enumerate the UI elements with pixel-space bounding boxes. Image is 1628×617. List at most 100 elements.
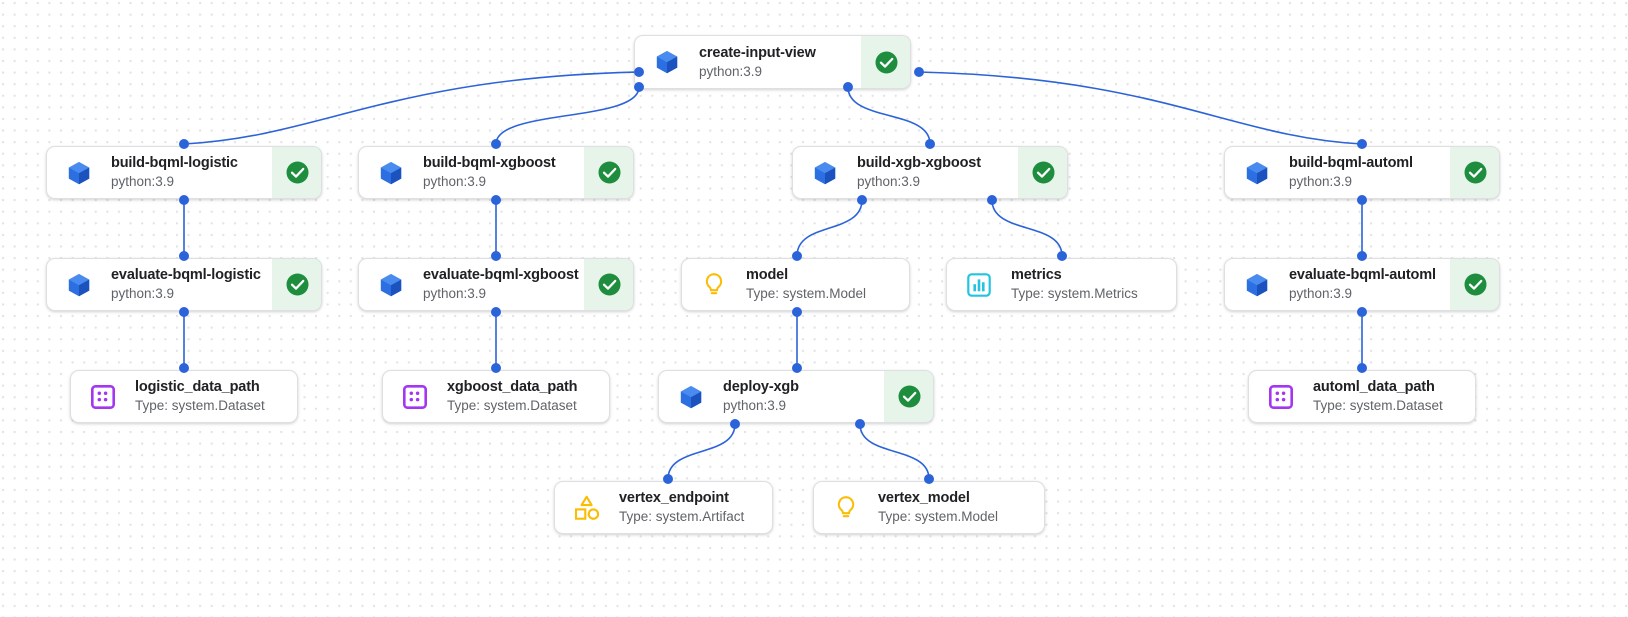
connector-dot[interactable] <box>924 474 934 484</box>
edge-create-input-view-to-build-xgb-xgboost <box>847 86 931 145</box>
status-badge[interactable] <box>1018 147 1067 198</box>
node-subtitle: Type: system.Dataset <box>447 398 577 413</box>
check-circle-icon <box>874 50 899 75</box>
blue-cube-icon <box>64 158 94 188</box>
node-subtitle: Type: system.Artifact <box>619 509 745 524</box>
node-build-xgb-xgboost[interactable]: build-xgb-xgboost python:3.9 <box>792 146 1068 199</box>
edge-create-input-view-to-build-bqml-xgboost <box>495 86 640 145</box>
lightbulb-icon <box>699 270 729 300</box>
connector-dot[interactable] <box>1357 307 1367 317</box>
node-subtitle: python:3.9 <box>1289 286 1353 301</box>
edge-deploy-xgb-to-vertex_endpoint <box>667 423 736 480</box>
connector-dot[interactable] <box>491 307 501 317</box>
dataset-grid-icon <box>88 382 118 412</box>
status-badge[interactable] <box>584 259 633 310</box>
edge-build-xgb-xgboost-to-model <box>796 199 863 257</box>
node-title: evaluate-bqml-automl <box>1289 267 1436 283</box>
connector-dot[interactable] <box>792 251 802 261</box>
connector-dot[interactable] <box>857 195 867 205</box>
node-subtitle: python:3.9 <box>1289 174 1353 189</box>
connector-dot[interactable] <box>792 307 802 317</box>
connector-dot[interactable] <box>1357 251 1367 261</box>
connector-dot[interactable] <box>843 82 853 92</box>
connector-dot[interactable] <box>1357 139 1367 149</box>
connector-dot[interactable] <box>491 139 501 149</box>
connector-dot[interactable] <box>914 67 924 77</box>
status-badge[interactable] <box>272 147 321 198</box>
status-badge[interactable] <box>584 147 633 198</box>
connector-dot[interactable] <box>987 195 997 205</box>
node-evaluate-bqml-automl[interactable]: evaluate-bqml-automl python:3.9 <box>1224 258 1500 311</box>
node-subtitle: python:3.9 <box>857 174 921 189</box>
connector-dot[interactable] <box>491 195 501 205</box>
node-title: build-xgb-xgboost <box>857 155 981 171</box>
connector-dot[interactable] <box>1057 251 1067 261</box>
connector-dot[interactable] <box>491 363 501 373</box>
node-title: build-bqml-logistic <box>111 155 238 171</box>
connector-dot[interactable] <box>179 195 189 205</box>
connector-dot[interactable] <box>730 419 740 429</box>
node-text: build-xgb-xgboost python:3.9 <box>857 154 981 191</box>
check-circle-icon <box>1031 160 1056 185</box>
node-title: xgboost_data_path <box>447 379 578 395</box>
blue-cube-icon <box>64 270 94 300</box>
node-title: evaluate-bqml-logistic <box>111 267 261 283</box>
connector-dot[interactable] <box>1357 363 1367 373</box>
node-subtitle: Type: system.Dataset <box>1313 398 1443 413</box>
node-subtitle: Type: system.Dataset <box>135 398 265 413</box>
connector-dot[interactable] <box>792 363 802 373</box>
node-subtitle: python:3.9 <box>111 286 175 301</box>
node-body: build-xgb-xgboost python:3.9 <box>793 147 1018 198</box>
lightbulb-icon <box>831 493 861 523</box>
node-subtitle: Type: system.Metrics <box>1011 286 1138 301</box>
node-body: evaluate-bqml-logistic python:3.9 <box>47 259 272 310</box>
edge-create-input-view-to-build-bqml-automl <box>918 71 1363 145</box>
connector-dot[interactable] <box>179 251 189 261</box>
connector-dot[interactable] <box>855 419 865 429</box>
status-badge[interactable] <box>1450 147 1499 198</box>
connector-dot[interactable] <box>634 82 644 92</box>
connector-dot[interactable] <box>179 139 189 149</box>
blue-cube-icon <box>652 47 682 77</box>
status-badge[interactable] <box>884 371 933 422</box>
connector-dot[interactable] <box>491 251 501 261</box>
connector-dot[interactable] <box>663 474 673 484</box>
node-subtitle: python:3.9 <box>423 286 487 301</box>
check-circle-icon <box>285 160 310 185</box>
status-badge[interactable] <box>861 36 910 88</box>
status-badge[interactable] <box>272 259 321 310</box>
node-subtitle: python:3.9 <box>699 63 763 79</box>
connector-dot[interactable] <box>925 139 935 149</box>
connector-dot[interactable] <box>1357 195 1367 205</box>
node-evaluate-bqml-logistic[interactable]: evaluate-bqml-logistic python:3.9 <box>46 258 322 311</box>
node-text: evaluate-bqml-logistic python:3.9 <box>111 266 261 303</box>
blue-cube-icon <box>1242 158 1272 188</box>
connector-dot[interactable] <box>179 363 189 373</box>
node-title: logistic_data_path <box>135 379 260 395</box>
connector-dot[interactable] <box>179 307 189 317</box>
connector-dot[interactable] <box>634 67 644 77</box>
status-badge[interactable] <box>1450 259 1499 310</box>
